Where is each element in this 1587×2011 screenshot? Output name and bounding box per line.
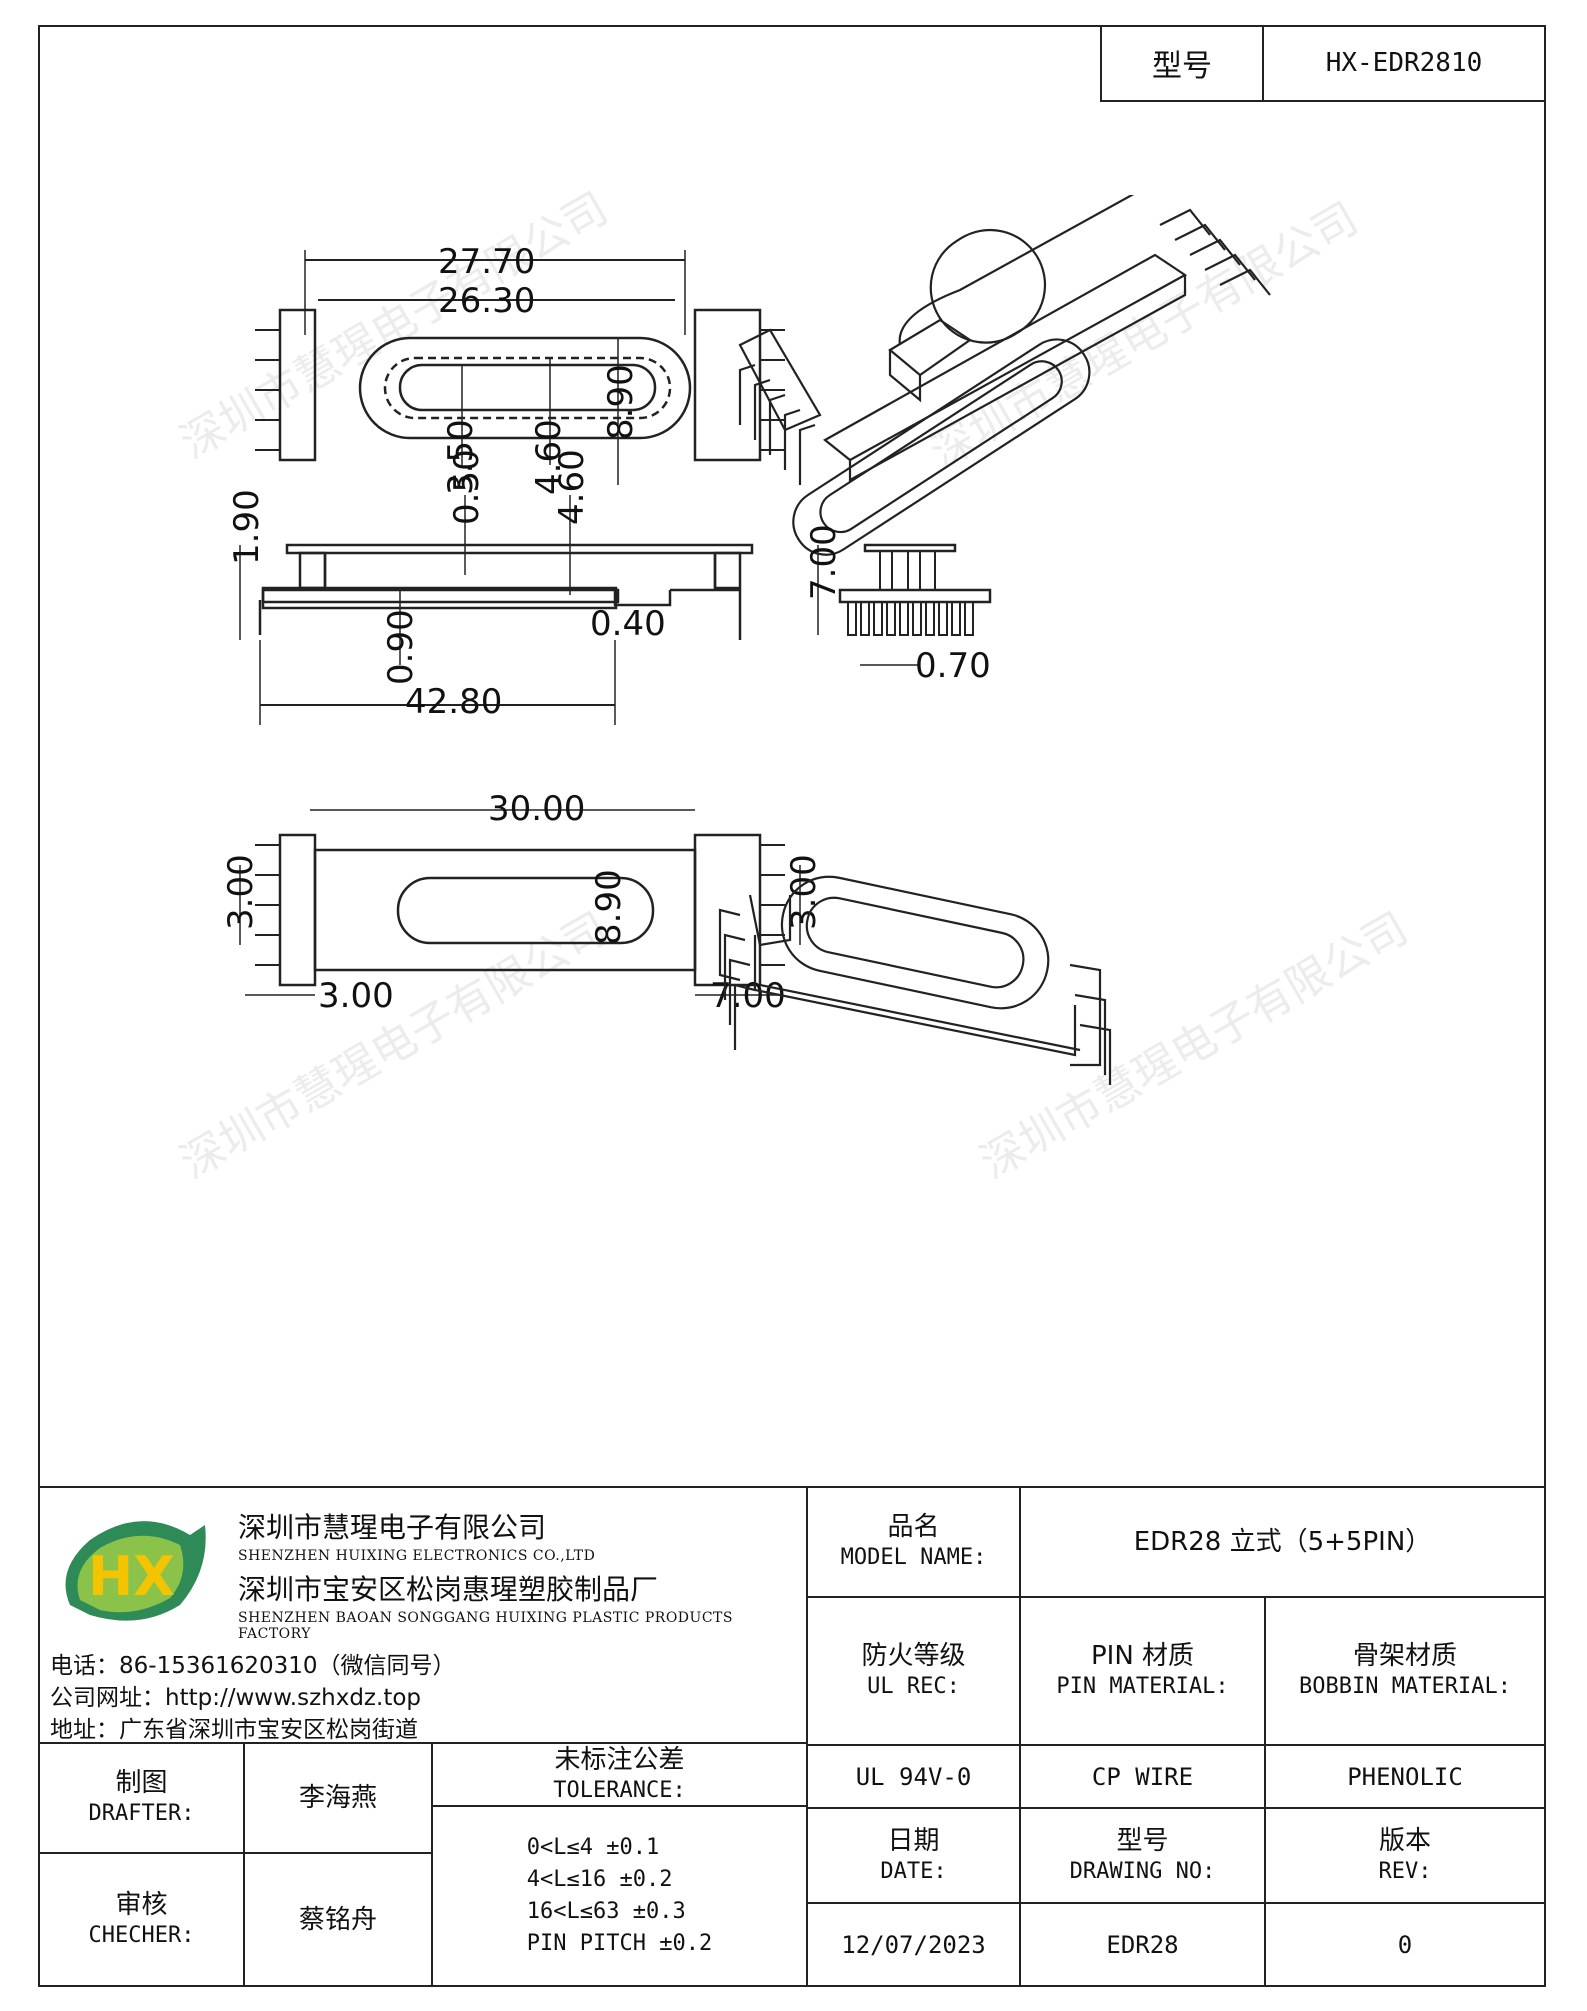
address: 地址：广东省深圳市宝安区松岗街道 (50, 1717, 418, 1743)
date-value-cell: 12/07/2023 (806, 1902, 1021, 1987)
pin-label-cn: PIN 材质 (1090, 1641, 1195, 1671)
bobbin-value-cell: PHENOLIC (1264, 1744, 1546, 1809)
drawing-no-label-en: DRAWING NO: (1069, 1858, 1216, 1884)
dim-label: 30.00 (488, 789, 585, 829)
bobbin-label-cn: 骨架材质 (1352, 1641, 1457, 1671)
ul-value-cell: UL 94V-0 (806, 1744, 1021, 1809)
tolerance-row: 16<L≤63 ±0.3 (526, 1899, 686, 1924)
checker-value-cell: 蔡铭舟 (243, 1852, 433, 1987)
pin-value: CP WIRE (1091, 1762, 1194, 1791)
pin-value-cell: CP WIRE (1019, 1744, 1266, 1809)
dim-label: 7.00 (710, 976, 786, 1016)
dim-label: 0.50 (447, 449, 487, 525)
front-view: 0.50 4.60 1.90 0.90 0.40 42.80 (227, 449, 754, 725)
model-name-en: MODEL NAME: (840, 1545, 987, 1570)
rev-label-cn: 版本 (1378, 1825, 1431, 1856)
company-logo: HX (65, 1521, 206, 1621)
isometric-view-top (738, 184, 1271, 556)
drawing-no-value: EDR28 (1106, 1930, 1179, 1959)
company-info: HX 深圳市慧瑆电子有限公司 SHENZHEN HUIXING ELECTRON… (38, 1486, 808, 1744)
drafter-value-cell: 李海燕 (243, 1742, 433, 1854)
ul-label-cn: 防火等级 (861, 1641, 966, 1671)
technical-drawing: 27.70 26.30 8.90 3.50 4.60 (200, 184, 1415, 1410)
drawing-no-value-cell: EDR28 (1019, 1902, 1266, 1987)
dim-label: 42.80 (405, 682, 502, 722)
dim-label: 0.90 (381, 609, 421, 685)
pin-label-en: PIN MATERIAL: (1056, 1674, 1229, 1699)
company-name-en: SHENZHEN HUIXING ELECTRONICS CO.,LTD (238, 1548, 596, 1564)
date-label-cn: 日期 (887, 1825, 940, 1856)
dim-label: 3.00 (318, 976, 394, 1016)
rev-label-en: REV: (1378, 1858, 1432, 1884)
rev-label-cell: 版本 REV: (1264, 1807, 1546, 1904)
bobbin-label-en: BOBBIN MATERIAL: (1299, 1674, 1511, 1699)
factory-name-cn: 深圳市宝安区松岗惠瑆塑胶制品厂 (238, 1573, 659, 1606)
svg-text:HX: HX (88, 1545, 175, 1608)
checker-label-en: CHECHER: (88, 1922, 195, 1948)
date-value: 12/07/2023 (841, 1930, 986, 1959)
date-label-cell: 日期 DATE: (806, 1807, 1021, 1904)
dim-label: 0.40 (590, 604, 666, 644)
side-view: 7.00 0.70 (804, 524, 992, 686)
isometric-view-bottom (718, 875, 1112, 1085)
model-name-value-cell: EDR28 立式（5+5PIN） (1019, 1486, 1546, 1598)
title-block: HX 深圳市慧瑆电子有限公司 SHENZHEN HUIXING ELECTRON… (38, 1486, 1546, 1987)
ul-label-cell: 防火等级 UL REC: (806, 1596, 1021, 1746)
dim-label: 4.60 (529, 419, 569, 495)
ul-value: UL 94V-0 (855, 1762, 972, 1791)
factory-name-en: SHENZHEN BAOAN SONGGANG HUIXING PLASTIC … (238, 1610, 733, 1642)
checker-value: 蔡铭舟 (298, 1904, 377, 1935)
phone: 电话：86-15361620310（微信同号） (50, 1653, 456, 1679)
dim-label: 27.70 (438, 242, 535, 282)
ul-label-en: UL REC: (867, 1674, 960, 1699)
dim-label: 3.50 (441, 419, 481, 495)
model-name-label-cell: 品名 MODEL NAME: (806, 1486, 1021, 1598)
dim-label: 7.00 (804, 524, 844, 600)
tolerance-label-cell: 未标注公差 TOLERANCE: (431, 1742, 808, 1807)
drawing-no-label-cn: 型号 (1116, 1825, 1169, 1856)
tolerance-row: 4<L≤16 ±0.2 (526, 1867, 673, 1892)
tolerance-row: 0<L≤4 ±0.1 (526, 1835, 660, 1860)
bottom-view: 30.00 8.90 3.00 3.00 3.00 7.00 (221, 789, 824, 1016)
drafter-label-en: DRAFTER: (88, 1801, 195, 1826)
tolerance-row: PIN PITCH ±0.2 (526, 1931, 713, 1956)
tolerance-label-en: TOLERANCE: (553, 1777, 686, 1803)
tolerance-values-cell: 0<L≤4 ±0.1 4<L≤16 ±0.2 16<L≤63 ±0.3 PIN … (431, 1805, 808, 1987)
rev-value: 0 (1397, 1930, 1413, 1959)
dim-label: 1.90 (227, 489, 267, 565)
checker-label-cn: 审核 (115, 1889, 168, 1920)
model-name-value: EDR28 立式（5+5PIN） (1133, 1527, 1432, 1557)
dim-label: 8.90 (589, 869, 629, 945)
rev-value-cell: 0 (1264, 1902, 1546, 1987)
drafter-label-cn: 制图 (115, 1768, 168, 1798)
drafter-value: 李海燕 (298, 1783, 377, 1813)
bobbin-value: PHENOLIC (1347, 1762, 1463, 1791)
drawing-no-label-cell: 型号 DRAWING NO: (1019, 1807, 1266, 1904)
website: 公司网址：http://www.szhxdz.top (50, 1685, 422, 1711)
date-label-en: DATE: (880, 1858, 947, 1884)
company-name-cn: 深圳市慧瑆电子有限公司 (238, 1511, 547, 1544)
model-label: 型号 (1102, 25, 1264, 100)
bobbin-label-cell: 骨架材质 BOBBIN MATERIAL: (1264, 1596, 1546, 1746)
model-value: HX-EDR2810 (1325, 47, 1483, 78)
pin-label-cell: PIN 材质 PIN MATERIAL: (1019, 1596, 1266, 1746)
dim-label: 3.00 (221, 854, 261, 930)
dim-label: 26.30 (438, 281, 535, 321)
dim-label: 4.60 (552, 449, 592, 525)
dim-label: 8.90 (601, 364, 641, 440)
checker-label-cell: 审核 CHECHER: (38, 1852, 245, 1987)
tolerance-label-cn: 未标注公差 (554, 1744, 685, 1775)
model-name-cn: 品名 (887, 1512, 940, 1542)
model-header: 型号 HX-EDR2810 (1100, 25, 1546, 102)
top-view: 27.70 26.30 8.90 3.50 4.60 (255, 242, 785, 495)
drafter-label-cell: 制图 DRAFTER: (38, 1742, 245, 1854)
dim-label: 0.70 (915, 646, 991, 686)
